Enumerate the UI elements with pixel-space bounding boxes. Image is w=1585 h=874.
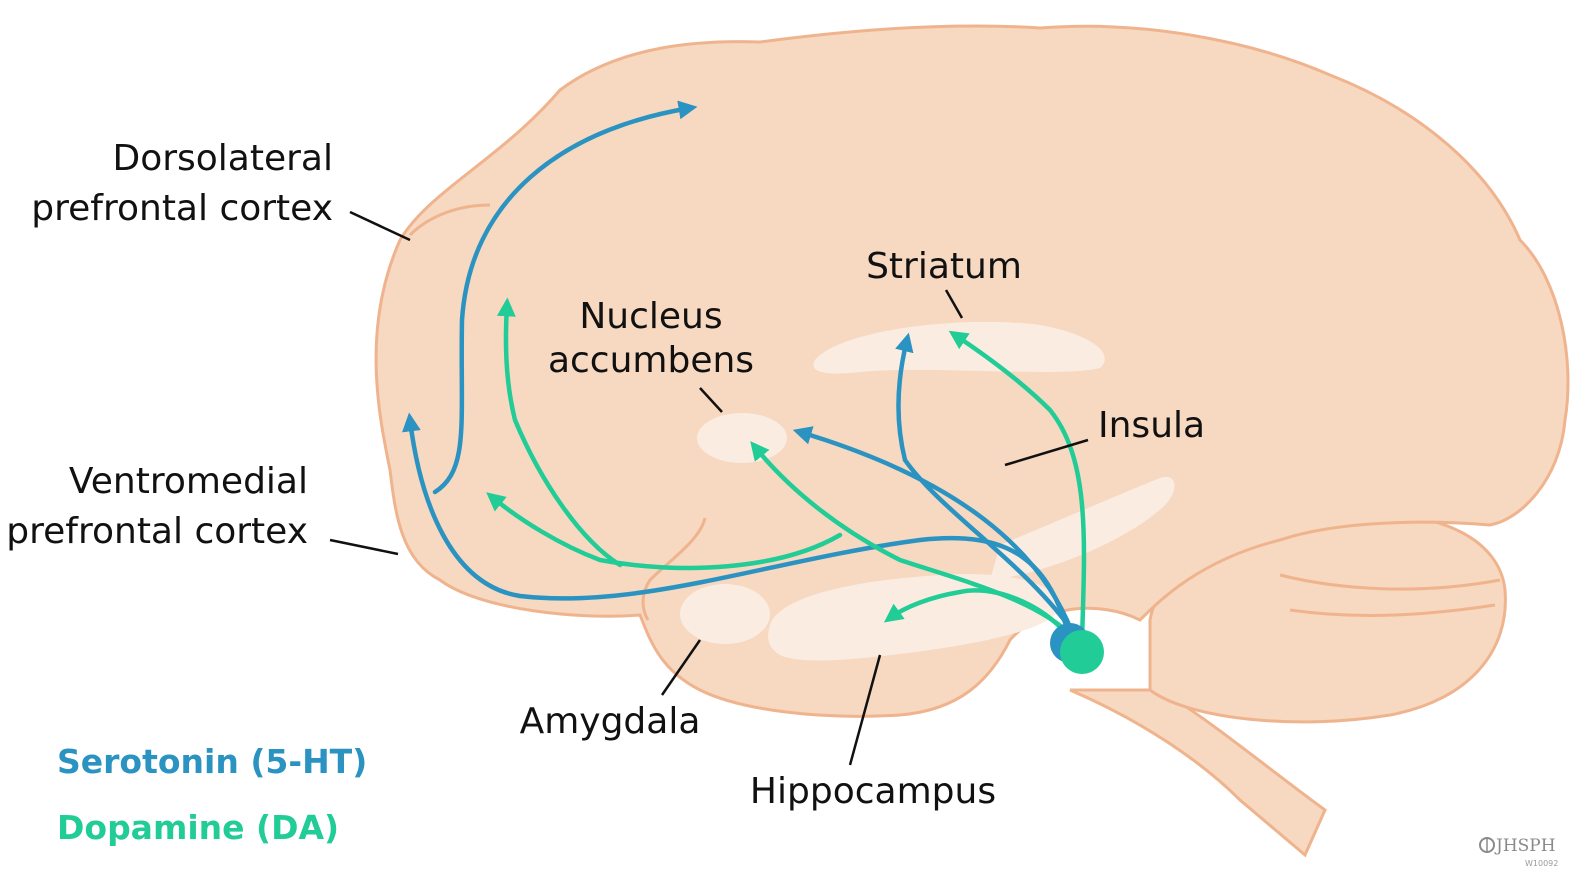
vmpfc-leader-line (330, 540, 398, 554)
legend-dopamine: Dopamine (DA) (57, 808, 339, 847)
credit-logo-text: JHSPH (1494, 836, 1556, 856)
label-dlpfc-line1: Dorsolateral (112, 138, 333, 179)
label-vmpfc-line1: Ventromedial (69, 461, 308, 502)
label-insula: Insula (1098, 405, 1205, 446)
dlpfc-leader-line (350, 212, 410, 240)
jhsph-logo-icon (1480, 838, 1494, 852)
label-nucleus-line1: Nucleus (579, 296, 722, 337)
label-amygdala: Amygdala (520, 701, 701, 742)
legend-serotonin: Serotonin (5-HT) (57, 742, 367, 781)
label-dlpfc-line2: prefrontal cortex (31, 188, 333, 229)
label-nucleus-line2: accumbens (548, 340, 754, 381)
amygdala-region (680, 584, 770, 644)
dopamine-source-node (1060, 630, 1104, 674)
label-hippocampus: Hippocampus (750, 771, 996, 812)
credit-code: W10092 (1525, 859, 1558, 868)
label-vmpfc-line2: prefrontal cortex (6, 511, 308, 552)
label-striatum: Striatum (866, 246, 1022, 287)
nucleus-accumbens-region (697, 413, 787, 463)
